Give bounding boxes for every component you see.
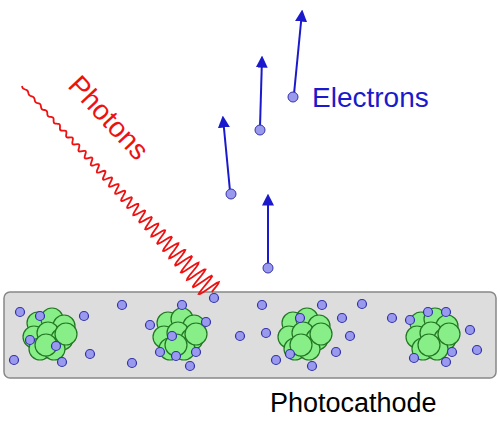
photocathode-bar [4, 292, 496, 378]
atom-clusters [23, 308, 460, 360]
sphere [146, 321, 155, 330]
sphere [473, 346, 482, 355]
photons-label: Photons [63, 71, 154, 165]
sphere [118, 301, 127, 310]
sphere [318, 301, 327, 310]
sphere [262, 329, 271, 338]
sphere [406, 316, 415, 325]
sphere [128, 359, 137, 368]
emitted-electrons [223, 12, 302, 273]
sphere [16, 308, 25, 317]
sphere [86, 350, 95, 359]
sphere [358, 300, 367, 309]
sphere [332, 348, 341, 357]
sphere [258, 301, 267, 310]
sphere [236, 332, 245, 341]
sphere [466, 326, 475, 335]
sphere [186, 362, 195, 371]
sphere [26, 336, 35, 345]
sphere [424, 308, 433, 317]
sphere [442, 358, 451, 367]
sphere [388, 314, 397, 323]
sphere [418, 334, 440, 356]
sphere [156, 348, 165, 357]
sphere [338, 314, 347, 323]
photocathode-label: Photocathode [270, 390, 437, 417]
sphere [448, 348, 457, 357]
sphere [202, 318, 211, 327]
sphere [58, 358, 67, 367]
sphere [410, 354, 419, 363]
sphere [36, 312, 45, 321]
sphere [442, 308, 451, 317]
electrons-label: Electrons [312, 84, 429, 112]
electron-dots [10, 294, 482, 371]
sphere [192, 348, 201, 357]
sphere [438, 323, 460, 345]
sphere [168, 332, 177, 341]
sphere [80, 312, 89, 321]
sphere [310, 323, 332, 345]
sphere [272, 356, 281, 365]
sphere [296, 314, 305, 323]
sphere [172, 352, 181, 361]
sphere [210, 294, 219, 303]
sphere [346, 332, 355, 341]
sphere [286, 350, 295, 359]
sphere [10, 356, 19, 365]
sphere [52, 342, 61, 351]
sphere [178, 301, 187, 310]
sphere [308, 362, 317, 371]
